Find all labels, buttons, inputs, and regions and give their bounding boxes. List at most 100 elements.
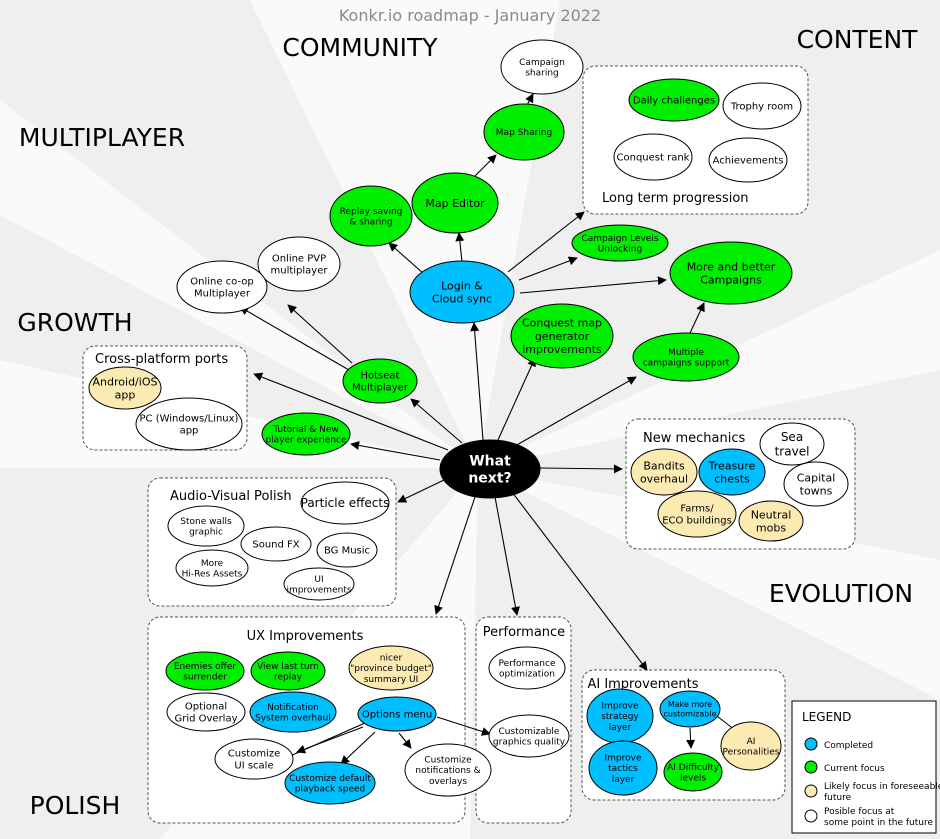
legend-label: some point in the future xyxy=(824,818,933,828)
node-label: & sharing xyxy=(349,218,392,228)
node-label: Farms/ xyxy=(680,504,714,515)
node-label: app xyxy=(115,388,136,401)
node-pc: PC (Windows/Linux)app xyxy=(135,397,243,451)
node-label: Tutorial & New xyxy=(272,425,338,435)
node-label: graphics quality xyxy=(493,738,566,748)
node-label: Performance xyxy=(498,659,555,669)
node-shape xyxy=(588,740,658,796)
group-audio-visual-label: Audio-Visual Polish xyxy=(170,489,292,504)
node-shape xyxy=(783,461,849,507)
ray-evolution xyxy=(478,468,940,700)
node-shape xyxy=(669,241,793,305)
node-shape xyxy=(261,412,351,456)
node-farms: Farms/ECO buildings xyxy=(657,490,737,538)
ray-community xyxy=(250,0,560,468)
node-login: Login &Cloud sync xyxy=(409,260,515,324)
node-daily-challenges: Daily challenges xyxy=(628,78,720,122)
node-label: What xyxy=(469,454,511,470)
node-label: multiplayer xyxy=(271,266,329,277)
edge xyxy=(514,376,637,447)
group-long-term-label: Long term progression xyxy=(602,191,749,206)
node-shape xyxy=(175,549,249,587)
node-label: overlays xyxy=(429,777,467,787)
node-label: BG Music xyxy=(324,546,370,557)
node-label: Options menu xyxy=(362,710,432,721)
node-label: Map Editor xyxy=(425,197,485,210)
edge xyxy=(350,441,441,461)
node-shape xyxy=(88,366,162,410)
node-label: PC (Windows/Linux) xyxy=(140,414,239,425)
node-shape xyxy=(300,481,390,525)
node-shape xyxy=(628,78,720,122)
node-shape xyxy=(165,651,245,691)
node-label: Customize xyxy=(228,749,281,760)
node-shape xyxy=(240,526,312,562)
node-label: Enemies offer xyxy=(174,662,237,672)
legend-label: Posible focus at xyxy=(824,807,895,817)
node-shape xyxy=(348,645,434,691)
node-label: Grid Overlay xyxy=(174,714,237,725)
node-label: player experience xyxy=(265,436,346,446)
node-shape xyxy=(659,690,721,728)
node-shape xyxy=(283,567,355,601)
node-label: Android/iOS xyxy=(93,375,158,388)
node-shape xyxy=(214,738,294,780)
node-label: improvements xyxy=(286,586,351,596)
node-label: Bandits xyxy=(643,459,685,472)
edge xyxy=(519,276,667,294)
node-label: Hi-Res Assets xyxy=(182,570,243,580)
node-label: Stone walls xyxy=(180,517,232,527)
node-shape xyxy=(698,448,766,496)
node-shape xyxy=(166,692,246,732)
node-label: layer xyxy=(612,775,635,785)
node-shape xyxy=(411,172,499,234)
section-evolution: EVOLUTION xyxy=(769,579,913,608)
node-label: Improve xyxy=(601,701,638,711)
node-label: Optional xyxy=(185,702,227,713)
legend-swatch xyxy=(804,737,818,751)
node-label: Multiplayer xyxy=(194,289,251,300)
node-shape xyxy=(409,260,515,324)
node-label: Sea xyxy=(781,430,803,444)
node-label: optimization xyxy=(499,670,555,680)
node-label: Particle effects xyxy=(301,496,390,510)
node-label: Notification xyxy=(267,703,319,713)
node-label: Unlocking xyxy=(598,245,642,255)
diagram-title: Konkr.io roadmap - January 2022 xyxy=(339,6,601,25)
node-label: Login & xyxy=(441,279,483,292)
node-trophy-room: Trophy room xyxy=(722,82,802,130)
node-shape xyxy=(316,532,378,568)
node-replay-saving: Replay saving& sharing xyxy=(329,185,413,247)
node-label: UI scale xyxy=(234,761,273,772)
node-label: Multiplayer xyxy=(352,383,409,394)
node-label: AI xyxy=(747,737,756,747)
edge xyxy=(397,479,445,503)
node-shape xyxy=(571,224,669,262)
node-province-budget: nicer"province budget"summary UI xyxy=(348,645,434,691)
node-label: View last turn xyxy=(257,662,319,672)
node-shape xyxy=(500,39,584,95)
node-label: mobs xyxy=(756,521,786,534)
node-label: playback speed xyxy=(295,785,366,795)
node-label: replay xyxy=(274,673,303,683)
section-multiplayer: MULTIPLAYER xyxy=(19,123,185,152)
edge xyxy=(239,306,350,371)
node-label: chests xyxy=(714,472,750,485)
node-label: Customize xyxy=(424,755,472,765)
node-shape xyxy=(483,103,565,161)
node-shape xyxy=(167,505,245,547)
